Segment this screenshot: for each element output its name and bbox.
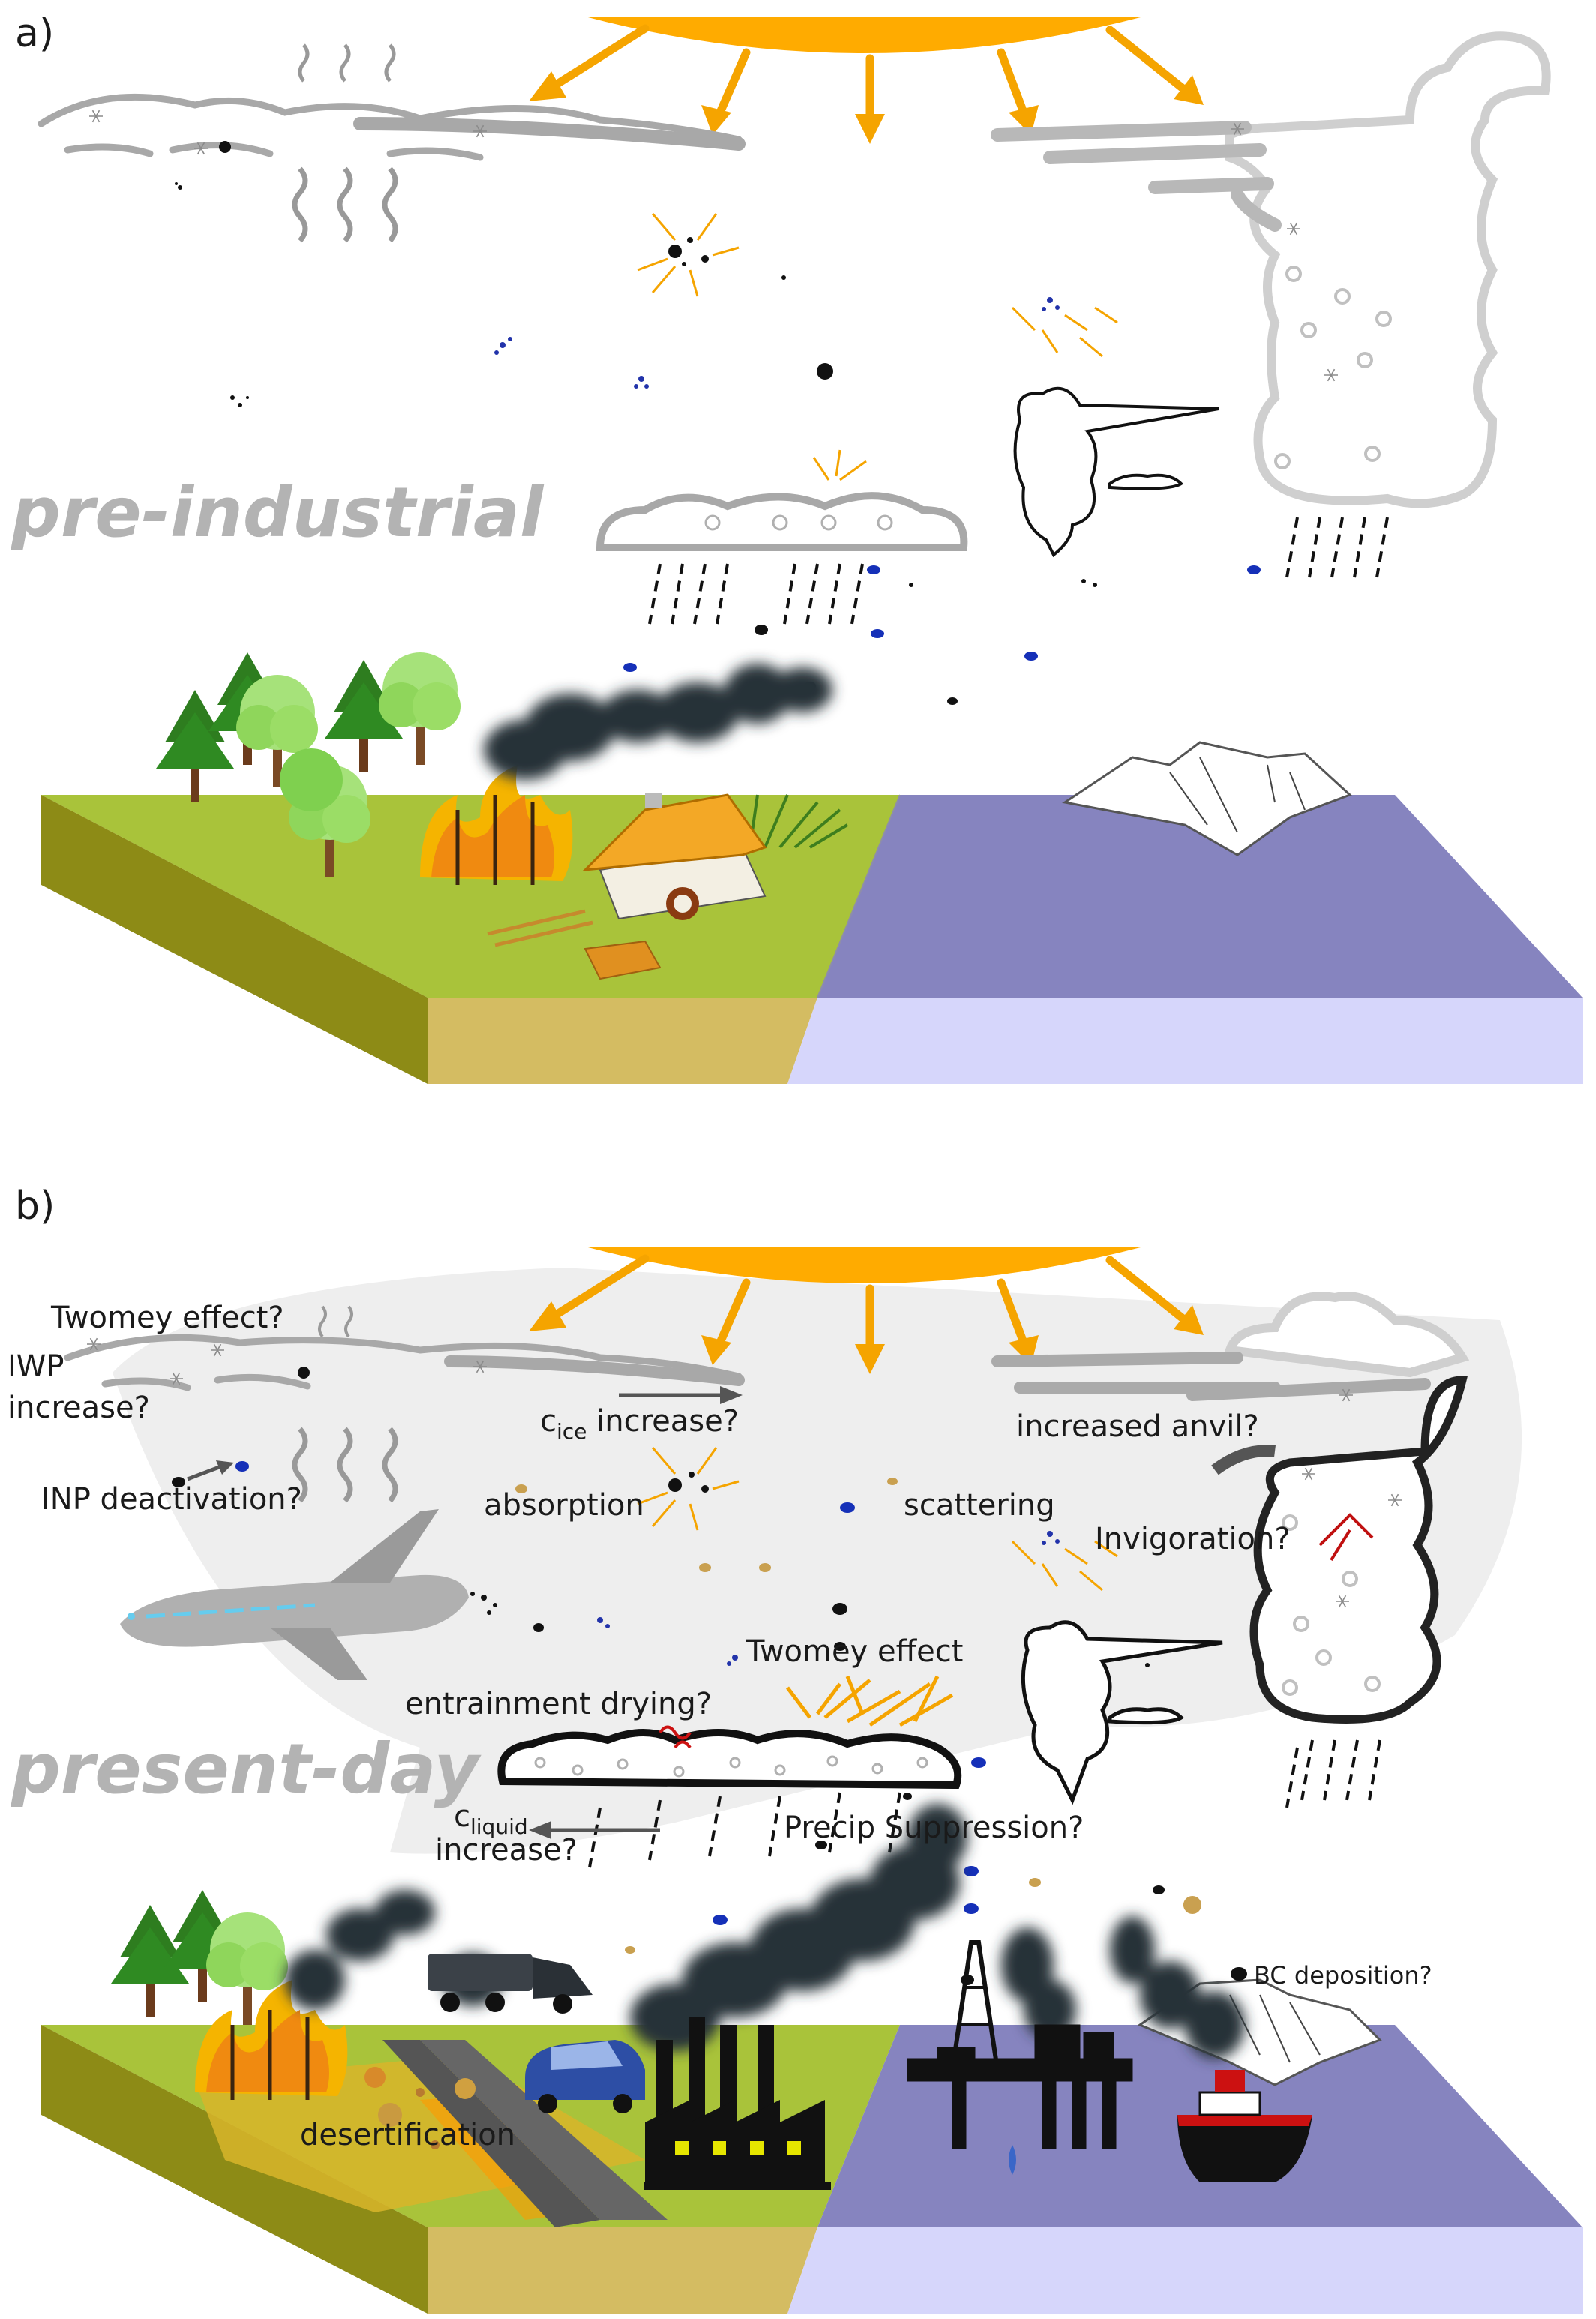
pollution-haze	[112, 1268, 1522, 1854]
label-desertification: desertification	[300, 2118, 515, 2152]
label-cliquid-increase: cliquid	[454, 1799, 528, 1839]
sun-icon	[585, 16, 1144, 53]
label-inp-deactivation: INP deactivation?	[41, 1482, 302, 1516]
panel-b-tag: b)	[15, 1184, 55, 1228]
cliquid-increase-arrow	[529, 1821, 660, 1839]
ship-icon	[1178, 2070, 1312, 2182]
bc-particle	[1231, 1967, 1247, 1981]
label-increased-anvil: increased anvil?	[1016, 1409, 1259, 1444]
panel-a-tag: a)	[15, 11, 54, 56]
grass	[748, 794, 849, 849]
longwave-squiggles	[292, 44, 398, 243]
factory-icon	[644, 2018, 831, 2190]
label-iwp-line2: increase?	[8, 1390, 150, 1425]
label-scattering: scattering	[904, 1488, 1055, 1522]
car-icon	[525, 2040, 645, 2114]
cirrus-cloud	[64, 1334, 745, 1391]
snowflake-icon	[88, 110, 104, 123]
label-cliquid-increase-2: increase?	[435, 1833, 578, 1868]
house-icon	[487, 794, 767, 980]
small-convective-cloud	[1021, 1620, 1223, 1805]
truck-icon	[428, 1954, 592, 2014]
smoke-plume	[484, 664, 832, 780]
smoke-plume	[285, 1804, 1245, 2059]
forest	[156, 652, 460, 878]
label-iwp-line1: IWP	[8, 1349, 64, 1384]
label-invigoration: Invigoration?	[1095, 1522, 1291, 1556]
ocean-surface	[818, 795, 1582, 998]
fire-icon	[420, 765, 573, 885]
era-label: present-day	[10, 1729, 482, 1809]
cumulonimbus-cloud	[992, 1292, 1470, 1809]
inp-arrow	[172, 1460, 249, 1487]
landscape	[41, 794, 1582, 1084]
longwave-squiggles	[292, 1305, 398, 1503]
solar-radiation-arrows	[529, 1254, 1204, 1374]
airplane-icon	[120, 1509, 469, 1680]
mountain-icon	[1062, 741, 1352, 856]
sun-icon	[585, 1246, 1144, 1283]
oil-rig-icon	[907, 1940, 1133, 2175]
aerosol-particles	[175, 182, 1261, 705]
small-convective-cloud	[1013, 386, 1220, 558]
tree-icon	[156, 690, 234, 802]
era-label: pre-industrial	[10, 472, 544, 553]
label-absorption: absorption	[484, 1488, 644, 1522]
dead-shrubs	[364, 1896, 1202, 2150]
cumulonimbus-cloud	[991, 32, 1551, 579]
stratocumulus-cloud	[497, 1675, 962, 1869]
label-twomey-effect: Twomey effect	[746, 1634, 963, 1669]
solar-radiation-arrows	[529, 24, 1204, 144]
label-precip-suppression: Precip Suppression?	[784, 1810, 1084, 1845]
forest	[111, 1890, 288, 2025]
tree-icon	[280, 748, 343, 812]
label-entrainment-drying: entrainment drying?	[405, 1687, 712, 1721]
label-bc-deposition: BC deposition?	[1254, 1961, 1432, 1990]
cirrus-cloud	[38, 93, 746, 161]
label-twomey-question: Twomey effect?	[50, 1300, 284, 1335]
label-cice-increase: cice increase?	[540, 1404, 739, 1444]
cice-increase-arrow	[619, 1386, 742, 1404]
aerosol-particles	[470, 1447, 1202, 1985]
stratocumulus-cloud	[596, 449, 968, 626]
fire-icon	[195, 1980, 348, 2100]
panel-a: a)	[10, 11, 1582, 1084]
panel-b: b)	[8, 1184, 1582, 2314]
